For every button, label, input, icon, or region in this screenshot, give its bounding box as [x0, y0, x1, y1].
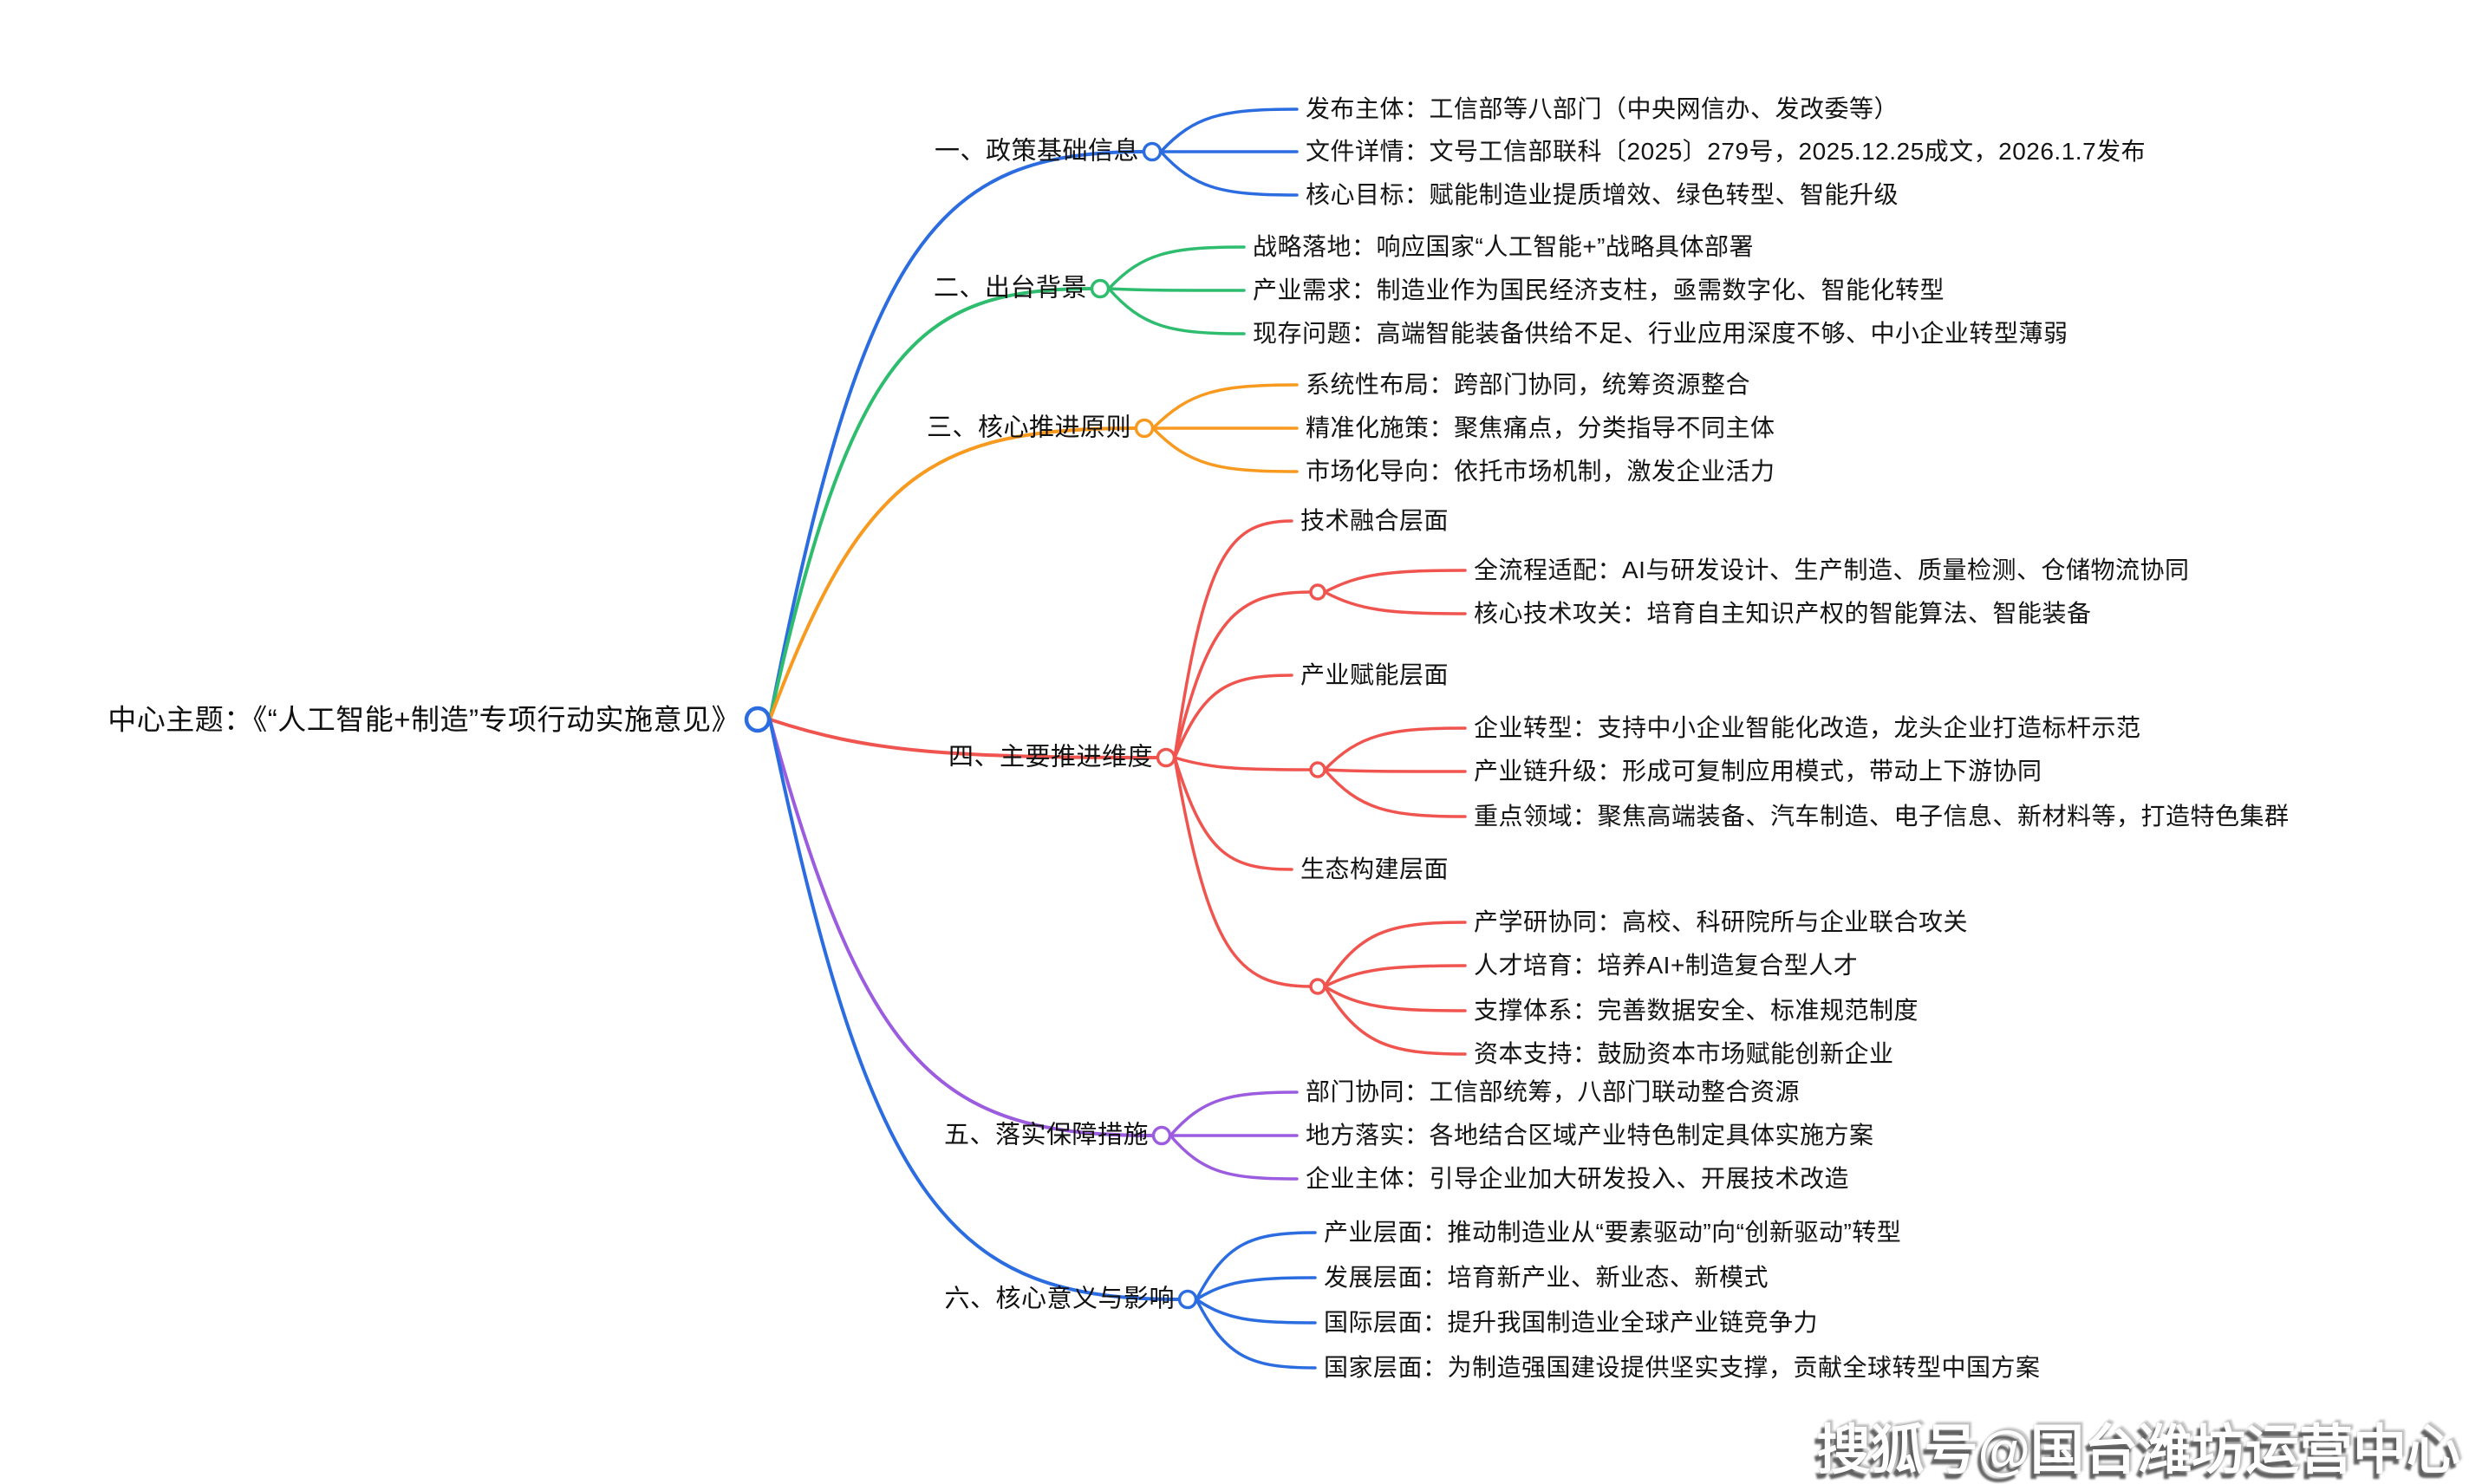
branch4-item[interactable]: 重点领域：聚焦高端装备、汽车制造、电子信息、新材料等，打造特色集群	[1474, 803, 2290, 830]
edge	[1173, 519, 1293, 759]
branch4-item[interactable]: 企业转型：支持中小企业智能化改造，龙头企业打造标杆示范	[1474, 714, 2141, 741]
edge	[1173, 756, 1293, 871]
branch4-item[interactable]: 核心技术攻关：培育自主知识产权的智能算法、智能装备	[1474, 600, 2092, 627]
branch4-item[interactable]: 支撑体系：完善数据安全、标准规范制度	[1474, 997, 1919, 1024]
branch4-section-title[interactable]: 产业赋能层面	[1300, 661, 1449, 688]
edge	[1323, 569, 1467, 594]
edge	[1151, 426, 1299, 473]
edge-center-branch4	[768, 718, 1159, 759]
edge	[1195, 1298, 1317, 1325]
edge	[1323, 768, 1467, 773]
branch4-item[interactable]: 人才培育：培养AI+制造复合型人才	[1474, 952, 1859, 979]
edge	[1151, 383, 1299, 430]
branch6-node-circle[interactable]	[1177, 1289, 1198, 1310]
edge	[1173, 756, 1313, 771]
branch2-label[interactable]: 二、出台背景	[933, 274, 1087, 303]
edge	[1195, 1276, 1317, 1301]
center-node-circle[interactable]	[744, 706, 772, 733]
edge-center-branch1	[768, 150, 1145, 721]
edge	[1323, 590, 1467, 615]
branch1-child[interactable]: 文件详情：文号工信部联科〔2025〕279号，2025.12.25成文，2026…	[1306, 138, 2147, 165]
branch1-node-circle[interactable]	[1142, 141, 1163, 162]
branch4-item[interactable]: 产业链升级：形成可复制应用模式，带动上下游协同	[1474, 758, 2042, 784]
edge	[1169, 1134, 1299, 1181]
edge	[1169, 1090, 1299, 1137]
branch4-sub-circle-tech[interactable]	[1309, 583, 1326, 601]
edge-center-branch6	[768, 718, 1181, 1301]
edge	[1173, 756, 1313, 988]
branch4-node-circle[interactable]	[1156, 747, 1176, 768]
branch3-child[interactable]: 系统性布局：跨部门协同，统筹资源整合	[1306, 371, 1751, 398]
edge	[1195, 1231, 1317, 1301]
edge	[1323, 985, 1467, 1012]
branch5-child[interactable]: 部门协同：工信部统筹，八部门联动整合资源	[1306, 1078, 1801, 1105]
branch3-child[interactable]: 精准化施策：聚焦痛点，分类指导不同主体	[1306, 414, 1775, 441]
branch6-label[interactable]: 六、核心意义与影响	[944, 1285, 1175, 1313]
branch4-item[interactable]: 产学研协同：高校、科研院所与企业联合攻关	[1474, 908, 1969, 935]
branch4-item[interactable]: 资本支持：鼓励资本市场赋能创新企业	[1474, 1040, 1894, 1067]
branch2-child[interactable]: 战略落地：响应国家“人工智能+”战略具体部署	[1253, 233, 1755, 260]
edge	[1159, 150, 1299, 197]
branch2-node-circle[interactable]	[1090, 278, 1111, 299]
edge	[1323, 921, 1467, 988]
branch5-label[interactable]: 五、落实保障措施	[943, 1121, 1149, 1149]
branch5-node-circle[interactable]	[1151, 1125, 1172, 1146]
branch4-sub-circle-ecosystem[interactable]	[1309, 978, 1326, 995]
branch3-label[interactable]: 三、核心推进原则	[926, 413, 1131, 442]
branch3-child[interactable]: 市场化导向：依托市场机制，激发企业活力	[1306, 458, 1775, 485]
branch5-child[interactable]: 地方落实：各地结合区域产业特色制定具体实施方案	[1306, 1122, 1874, 1149]
edge-center-branch3	[768, 426, 1137, 721]
edge	[1323, 768, 1467, 818]
edge	[1107, 245, 1246, 290]
edge	[1323, 726, 1467, 771]
edge	[1173, 674, 1293, 759]
branch4-section-title[interactable]: 生态构建层面	[1300, 856, 1449, 882]
sohu-watermark: 搜狐号@国台潍坊运营中心	[1816, 1421, 2460, 1481]
edge	[1107, 287, 1246, 292]
branch6-child[interactable]: 国际层面：提升我国制造业全球产业链竞争力	[1324, 1309, 1819, 1336]
edge	[1323, 985, 1467, 1056]
edge	[1323, 964, 1467, 988]
branch4-section-title[interactable]: 技术融合层面	[1300, 507, 1449, 534]
edge-center-branch2	[768, 287, 1093, 721]
edge-center-branch5	[768, 718, 1155, 1137]
center-topic-label[interactable]: 中心主题：《“人工智能+制造”专项行动实施意见》	[107, 703, 740, 736]
branch4-sub-circle-industry[interactable]	[1309, 761, 1326, 778]
branch1-child[interactable]: 核心目标：赋能制造业提质增效、绿色转型、智能升级	[1306, 181, 1899, 208]
edge	[1159, 107, 1299, 153]
branch1-child[interactable]: 发布主体：工信部等八部门（中央网信办、发改委等）	[1306, 95, 1899, 122]
branch5-child[interactable]: 企业主体：引导企业加大研发投入、开展技术改造	[1306, 1165, 1850, 1192]
edge	[1173, 590, 1313, 759]
branch4-label[interactable]: 四、主要推进维度	[948, 743, 1153, 771]
branch6-child[interactable]: 产业层面：推动制造业从“要素驱动”向“创新驱动”转型	[1324, 1219, 1902, 1246]
edge	[1195, 1298, 1317, 1370]
branch4-item[interactable]: 全流程适配：AI与研发设计、生产制造、质量检测、仓储物流协同	[1474, 556, 2190, 583]
branch6-child[interactable]: 国家层面：为制造强国建设提供坚实支撑，贡献全球转型中国方案	[1324, 1354, 2041, 1381]
branch2-child[interactable]: 现存问题：高端智能装备供给不足、行业应用深度不够、中小企业转型薄弱	[1253, 320, 2068, 347]
branch1-label[interactable]: 一、政策基础信息	[934, 137, 1139, 166]
edge	[1107, 287, 1246, 335]
branch2-child[interactable]: 产业需求：制造业作为国民经济支柱，亟需数字化、智能化转型	[1253, 277, 1945, 303]
branch6-child[interactable]: 发展层面：培育新产业、新业态、新模式	[1324, 1264, 1769, 1291]
branch3-node-circle[interactable]	[1134, 418, 1155, 439]
